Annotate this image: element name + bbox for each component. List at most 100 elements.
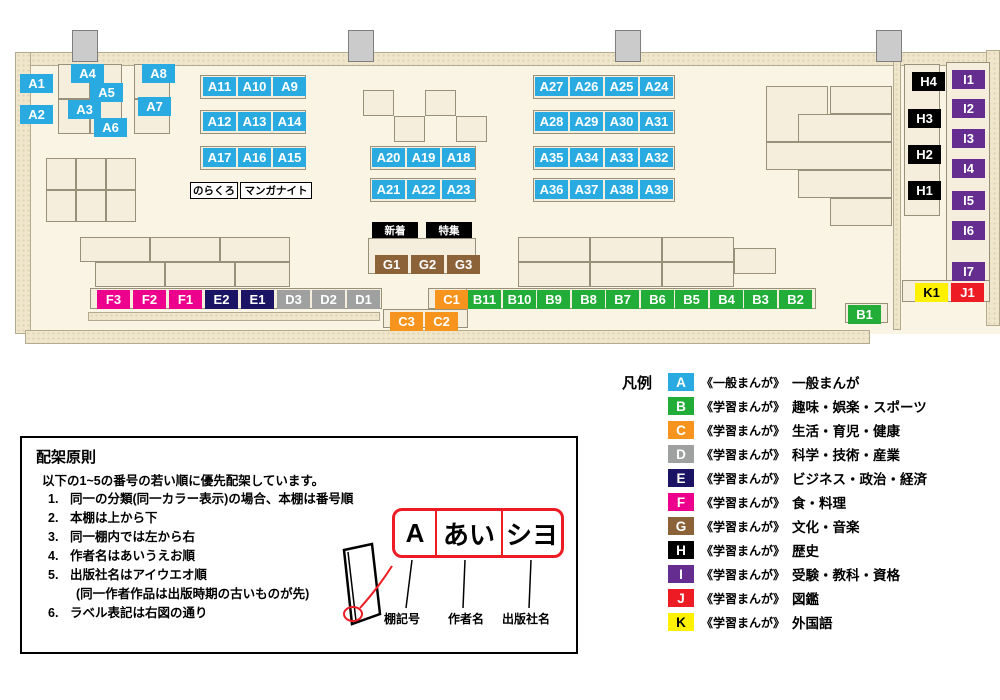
legend-category-label: 食・料理 [792,496,847,511]
bookshelf-block [590,237,662,262]
shelf-label-C2: C2 [425,312,458,331]
label-author-name: あい [435,511,503,555]
shelf-label-A27: A27 [535,77,568,96]
legend-row-H: H《学習まんが》歴史 [668,538,927,562]
legend-row-G: G《学習まんが》文化・音楽 [668,514,927,538]
bookshelf-block [518,237,590,262]
bookshelf-block [590,262,662,287]
label-example-box: A あい シヨ [392,508,564,558]
shelf-label-B9: B9 [537,290,570,309]
shelf-label-A6: A6 [94,118,127,137]
shelf-label-A23: A23 [442,180,475,199]
bookshelf-block [46,158,76,190]
bookshelf-block [662,237,734,262]
principle-item-1: 1.同一の分類(同一カラー表示)の場合、本棚は番号順 [48,490,353,509]
bookshelf-block [165,262,235,287]
legend-swatch-B: B [668,397,695,415]
legend-series-label: 《学習まんが》 [701,591,786,606]
legend-series-label: 《学習まんが》 [701,615,786,630]
shelf-label-A29: A29 [570,112,603,131]
shelf-label-A12: A12 [203,112,236,131]
legend-series-label: 《学習まんが》 [701,447,786,462]
shelf-label-J1: J1 [951,283,984,302]
sign-特集: 特集 [426,222,472,238]
shelf-label-B5: B5 [675,290,708,309]
legend-series-label: 《学習まんが》 [701,399,786,414]
shelf-label-A20: A20 [372,148,405,167]
wall-segment [88,312,380,321]
shelf-label-A33: A33 [605,148,638,167]
bookshelf-block [734,248,776,274]
label-illustration: A あい シヨ 棚記号作者名出版社名 [326,498,574,648]
legend-swatch-D: D [668,445,695,463]
shelf-label-G3: G3 [447,255,480,274]
principle-number: 2. [48,511,59,525]
bookshelf-block [798,114,892,142]
legend-category-label: 受験・教科・資格 [792,568,901,583]
shelf-label-A38: A38 [605,180,638,199]
legend-row-B: B《学習まんが》趣味・娯楽・スポーツ [668,394,927,418]
shelf-label-A39: A39 [640,180,673,199]
legend-title: 凡例 [622,375,653,392]
shelf-label-A30: A30 [605,112,638,131]
sign-のらくろ: のらくろ [190,182,238,199]
legend-category-label: ビジネス・政治・経済 [792,472,928,487]
shelf-label-A17: A17 [203,148,236,167]
label-caption-2: 作者名 [448,612,485,626]
principle-item-3: 3.同一棚内では左から右 [48,528,353,547]
bookshelf-block [798,170,892,198]
shelf-label-A7: A7 [138,97,171,116]
principle-number: 6. [48,606,59,620]
bookshelf-block [662,262,734,287]
bookshelf-block [830,198,892,226]
shelf-label-B8: B8 [572,290,605,309]
legend-category-label: 生活・育児・健康 [792,424,901,439]
shelf-label-A19: A19 [407,148,440,167]
label-shelf-code: A [405,517,425,548]
shelf-label-H4: H4 [912,72,945,91]
legend-row-K: K《学習まんが》外国語 [668,610,927,634]
shelf-label-A9: A9 [273,77,306,96]
shelf-label-A16: A16 [238,148,271,167]
legend-category-label: 一般まんが [792,376,860,391]
bookshelf-block [766,142,892,170]
wall-segment [893,56,901,330]
principle-item-2: 2.本棚は上から下 [48,509,353,528]
pillar [615,30,641,62]
principles-title: 配架原則 [36,449,97,466]
principle-number: 3. [48,530,59,544]
shelf-label-B10: B10 [503,290,536,309]
principle-number: 5. [48,568,59,582]
legend-category-label: 文化・音楽 [792,520,860,535]
bookshelf-block [220,237,290,262]
legend-swatch-I: I [668,565,695,583]
shelf-label-I1: I1 [952,70,985,89]
shelf-label-F2: F2 [133,290,166,309]
principle-item-6: 6.ラベル表記は右図の通り [48,604,353,623]
label-caption-1: 棚記号 [384,612,421,626]
sign-マンガナイト: マンガナイト [240,182,312,199]
wall-segment [15,52,31,334]
shelf-label-G1: G1 [375,255,408,274]
label-publisher-name: シヨ [505,519,558,550]
principles-intro: 以下の1~5の番号の若い順に優先配架しています。 [42,474,325,488]
shelf-label-A13: A13 [238,112,271,131]
legend-row-C: C《学習まんが》生活・育児・健康 [668,418,927,442]
legend-series-label: 《一般まんが》 [701,375,786,390]
bookshelf-block [106,158,136,190]
bookshelf-block [46,190,76,222]
shelf-label-A2: A2 [20,105,53,124]
shelf-label-D3: D3 [277,290,310,309]
legend-row-I: I《学習まんが》受験・教科・資格 [668,562,927,586]
pillar [876,30,902,62]
shelf-label-A36: A36 [535,180,568,199]
legend-swatch-A: A [668,373,695,391]
legend-series-label: 《学習まんが》 [701,471,786,486]
bookshelf-block [80,237,150,262]
shelf-label-A25: A25 [605,77,638,96]
shelf-label-B6: B6 [641,290,674,309]
